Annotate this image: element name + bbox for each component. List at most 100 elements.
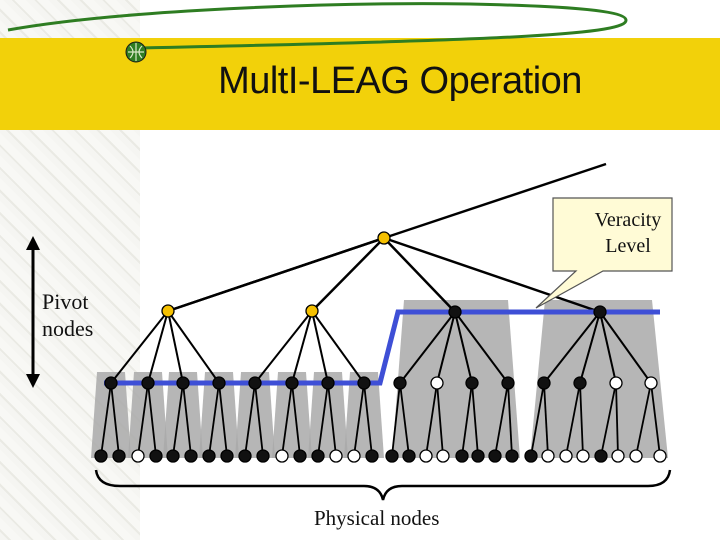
tree-edge	[110, 310, 169, 384]
physical-node	[402, 449, 416, 463]
physical-node	[238, 449, 252, 463]
tree-edge	[436, 382, 444, 457]
veracity-label-line2: Level	[605, 235, 651, 257]
physical-node	[256, 449, 270, 463]
tree-edge	[137, 382, 149, 457]
gray-band	[392, 300, 520, 458]
tree-edge	[110, 382, 120, 457]
gray-band	[530, 300, 668, 458]
title-band	[0, 38, 720, 130]
tree-edge	[494, 382, 509, 457]
tree-edge	[172, 382, 184, 457]
tree-edge	[600, 382, 617, 457]
pivot-range-arrow	[26, 236, 40, 388]
tree-edge	[599, 311, 617, 384]
root-pivot-node	[377, 231, 391, 245]
group-node	[465, 376, 479, 390]
tree-edge	[363, 382, 373, 457]
tree-edge	[425, 382, 438, 457]
group-node	[248, 376, 262, 390]
tree-edge	[461, 382, 473, 457]
physical-node	[220, 449, 234, 463]
veracity-level-line	[104, 309, 660, 386]
tree-edge	[147, 382, 157, 457]
tree-edge	[167, 310, 184, 384]
physical-node	[488, 449, 502, 463]
veracity-callout	[535, 197, 673, 309]
tree-edge	[579, 382, 584, 457]
tree-edge	[311, 310, 329, 384]
slide-title: MultI-LEAG Operation	[218, 60, 582, 102]
group-node	[393, 376, 407, 390]
physical-node	[611, 449, 625, 463]
tree-edge	[281, 382, 293, 457]
tree-edge	[208, 382, 220, 457]
physical-nodes-label: Physical nodes	[314, 506, 440, 530]
physical-node	[311, 449, 325, 463]
physical-node	[131, 449, 145, 463]
group-node	[609, 376, 623, 390]
gray-band	[128, 372, 168, 458]
group-node	[573, 376, 587, 390]
physical-node	[385, 449, 399, 463]
pivot-node	[593, 305, 607, 319]
physical-node	[275, 449, 289, 463]
physical-nodes-brace	[94, 469, 672, 501]
group-node	[104, 376, 118, 390]
tree-edge	[167, 236, 385, 313]
physical-node	[293, 449, 307, 463]
gray-band	[308, 372, 348, 458]
pivot-label-line2: nodes	[42, 316, 94, 341]
tree-edge	[254, 310, 313, 384]
root-upper-edge	[383, 162, 607, 240]
group-node	[430, 376, 444, 390]
tree-edge	[454, 311, 473, 384]
tree-edge	[291, 382, 301, 457]
physical-node	[94, 449, 108, 463]
tree-edge	[383, 236, 601, 314]
group-node	[357, 376, 371, 390]
tree-nodes	[94, 231, 667, 463]
physical-node	[505, 449, 519, 463]
group-node	[321, 376, 335, 390]
veracity-label-line1: Veracity	[594, 209, 662, 231]
tree-edge	[291, 310, 313, 384]
pivot-node	[448, 305, 462, 319]
pivot-label-line1: Pivot	[42, 289, 89, 314]
physical-node	[455, 449, 469, 463]
physical-node	[365, 449, 379, 463]
group-node	[285, 376, 299, 390]
gray-band	[199, 372, 239, 458]
tree-edge	[399, 311, 456, 384]
physical-node	[202, 449, 216, 463]
tree-edge	[327, 382, 337, 457]
group-node	[212, 376, 226, 390]
group-node	[501, 376, 515, 390]
physical-node	[541, 449, 555, 463]
physical-node	[347, 449, 361, 463]
physical-node	[629, 449, 643, 463]
gray-band	[344, 372, 384, 458]
group-node	[537, 376, 551, 390]
tree-edge	[530, 382, 545, 457]
physical-node	[524, 449, 538, 463]
tree-edge	[650, 382, 661, 457]
tree-edge	[507, 382, 513, 457]
physical-node	[653, 449, 667, 463]
gray-band	[235, 372, 275, 458]
title-swoosh	[7, 2, 628, 50]
tree-edge	[399, 382, 410, 457]
tree-edge	[615, 382, 619, 457]
tree-edge	[454, 311, 509, 384]
tree-edges	[100, 162, 661, 457]
pivot-nodes-label: Pivot nodes	[42, 288, 93, 342]
tree-edge	[182, 382, 192, 457]
physical-node	[419, 449, 433, 463]
group-node	[176, 376, 190, 390]
gray-band	[91, 372, 131, 458]
tree-edge	[218, 382, 228, 457]
physical-node	[184, 449, 198, 463]
tree-edge	[471, 382, 479, 457]
